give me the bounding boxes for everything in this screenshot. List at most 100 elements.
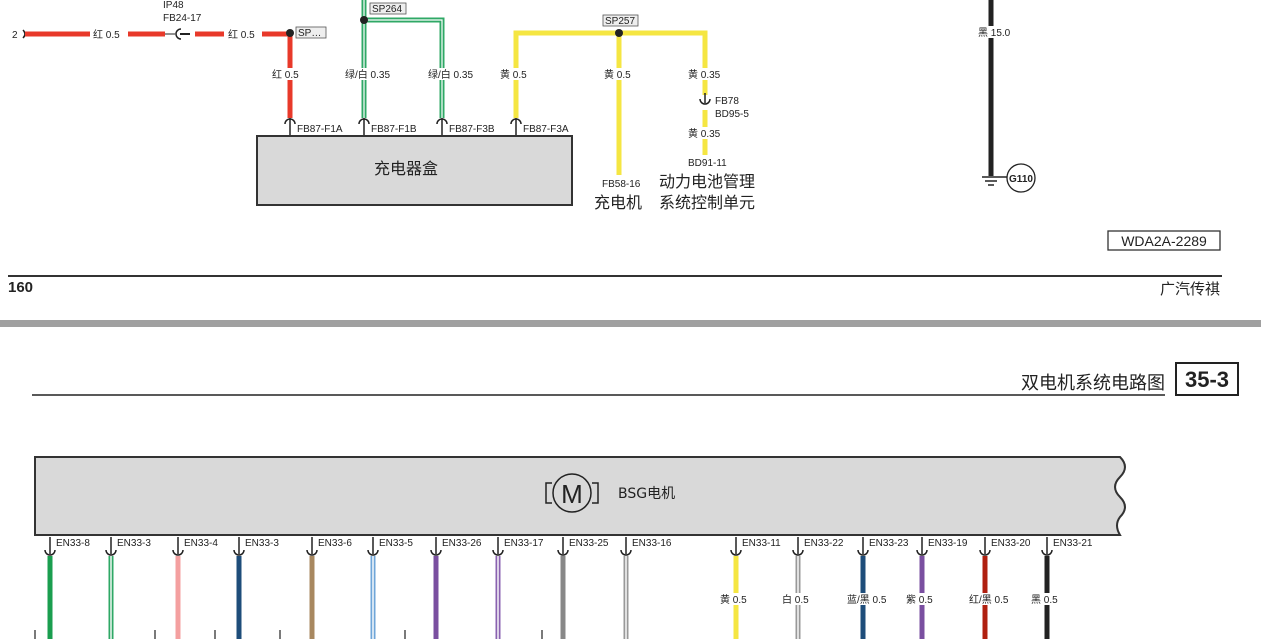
wire-label: 绿/白 0.35 [428, 68, 473, 81]
circuit-ref: 2 [12, 30, 18, 41]
pin-connector-icon [557, 537, 569, 556]
splice-label: SP… [298, 28, 321, 39]
pin-connector-icon [44, 537, 56, 556]
connector-icon [699, 93, 711, 105]
pin-label: EN33-21 [1053, 538, 1093, 549]
bsg-pin: EN33-16 [620, 537, 672, 639]
charger-label: 充电机 [594, 193, 642, 212]
bms-label: 动力电池管理 [659, 172, 755, 191]
wire-label: 紫 0.5 [906, 594, 933, 606]
bsg-pin: EN33-3 [233, 537, 279, 639]
pin-connector-icon [792, 537, 804, 556]
bottom-circuit: 双电机系统电路图 35-3 M BSG电机 EN33-8 EN33-3 EN33-4… [32, 362, 1239, 639]
pin-label: EN33-25 [569, 538, 609, 549]
splice-dot [286, 29, 294, 37]
charger-box[interactable] [256, 135, 573, 206]
pin-label: EN33-8 [56, 538, 90, 549]
motor-icon [545, 473, 599, 513]
pin-connector-icon [492, 537, 504, 556]
wire-label: 黄 0.35 [688, 127, 721, 140]
splice-label: SP264 [372, 4, 402, 15]
bsg-pin: EN33-8 [44, 537, 90, 639]
section-number: 35-3 [1185, 367, 1229, 392]
pin-label: FB87-F1A [297, 124, 343, 135]
pin-label: EN33-16 [632, 538, 672, 549]
pin-connector-icon [233, 537, 245, 556]
wire-label: 黄 0.5 [500, 68, 527, 81]
brand-label: 广汽传祺 [1160, 280, 1220, 298]
connector-label: BD95-5 [715, 109, 749, 120]
bsg-pin: EN33-26 [430, 537, 482, 639]
ground-point [1006, 163, 1036, 193]
splice-dot [615, 29, 623, 37]
bsg-pin: EN33-22 白 0.5 [780, 537, 844, 639]
pin-label: EN33-20 [991, 538, 1031, 549]
pin-connector-icon [857, 537, 869, 556]
top-circuit: 2 红 0.5 IP48 FB24-17 红 0.5 SP… 红 0.5 SP2… [8, 0, 1222, 298]
connector-label: FB78 [715, 96, 739, 107]
pin-label: EN33-3 [117, 538, 151, 549]
bsg-pin: EN33-5 [367, 537, 413, 639]
wire-green-white[interactable] [361, 0, 445, 118]
pin-connectors [284, 118, 522, 136]
pin-connector-icon [306, 537, 318, 556]
wire-label: 黑 0.5 [1031, 594, 1058, 606]
wire-label: 黄 0.35 [688, 68, 721, 81]
bsg-pin: EN33-11黄 0.5 [718, 537, 781, 639]
page-title: 双电机系统电路图 [1021, 373, 1165, 394]
diagram-code-box [1107, 230, 1221, 251]
wire-label: 蓝/黑 0.5 [847, 594, 887, 606]
pin-connector-icon [367, 537, 379, 556]
pin-label: EN33-4 [184, 538, 218, 549]
wire-label: 白 0.5 [782, 593, 809, 606]
connector-label: FB58-16 [602, 179, 641, 190]
bsg-pin: EN33-17 [492, 537, 544, 639]
tick-marks [34, 630, 543, 639]
pin-connector-icon [730, 537, 742, 556]
pin-connector-icon [916, 537, 928, 556]
pin-label: FB87-F1B [371, 124, 417, 135]
page-divider [0, 320, 1261, 327]
ground-label: G110 [1009, 174, 1033, 185]
bsg-pin: EN33-3 [105, 537, 151, 639]
connector-label: IP48 [163, 0, 184, 11]
pin-label: EN33-17 [504, 538, 544, 549]
ground-icon [982, 176, 1007, 186]
bsg-pin: EN33-4 [172, 537, 218, 639]
splice-dot [360, 16, 368, 24]
wire-label: 黑 15.0 [978, 27, 1011, 39]
wire-label: 黄 0.5 [720, 593, 747, 606]
pin-connector-icon [172, 537, 184, 556]
pin-label: EN33-22 [804, 538, 844, 549]
page-number: 160 [8, 279, 33, 296]
motor-symbol: M [561, 479, 583, 509]
bsg-pin: EN33-25 [557, 537, 609, 639]
wire-label: 绿/白 0.35 [345, 68, 390, 81]
wire-label: 红 0.5 [93, 28, 120, 41]
bsg-pin: EN33-23蓝/黑 0.5 [845, 537, 909, 639]
bsg-pins: EN33-8 EN33-3 EN33-4 EN33-3 EN33-6 EN33-5 EN33… [44, 537, 1093, 639]
bms-label: 系统控制单元 [659, 193, 755, 212]
bsg-pin: EN33-19紫 0.5 [904, 537, 968, 639]
section-box [1175, 362, 1239, 396]
pin-connector-icon [620, 537, 632, 556]
pin-connector-icon [979, 537, 991, 556]
pin-label: EN33-5 [379, 538, 413, 549]
pin-label: FB87-F3B [449, 124, 495, 135]
charger-box-label: 充电器盒 [374, 159, 438, 178]
diagram-code: WDA2A-2289 [1121, 233, 1207, 249]
bsg-pin: EN33-20 红/黑 0.5 [967, 537, 1031, 639]
break-icon [22, 29, 26, 39]
pin-label: EN33-6 [318, 538, 352, 549]
wire-label: 红/黑 0.5 [969, 593, 1009, 606]
pin-connector-icon [1041, 537, 1053, 556]
component-label: BSG电机 [618, 486, 675, 502]
pin-label: FB87-F3A [523, 124, 569, 135]
bsg-motor-box[interactable] [34, 456, 1126, 536]
connector-label: FB24-17 [163, 13, 202, 24]
wire-label: 黄 0.5 [604, 68, 631, 81]
splice-label: SP257 [605, 16, 635, 27]
wire-label: 红 0.5 [228, 28, 255, 41]
pin-connector-icon [430, 537, 442, 556]
